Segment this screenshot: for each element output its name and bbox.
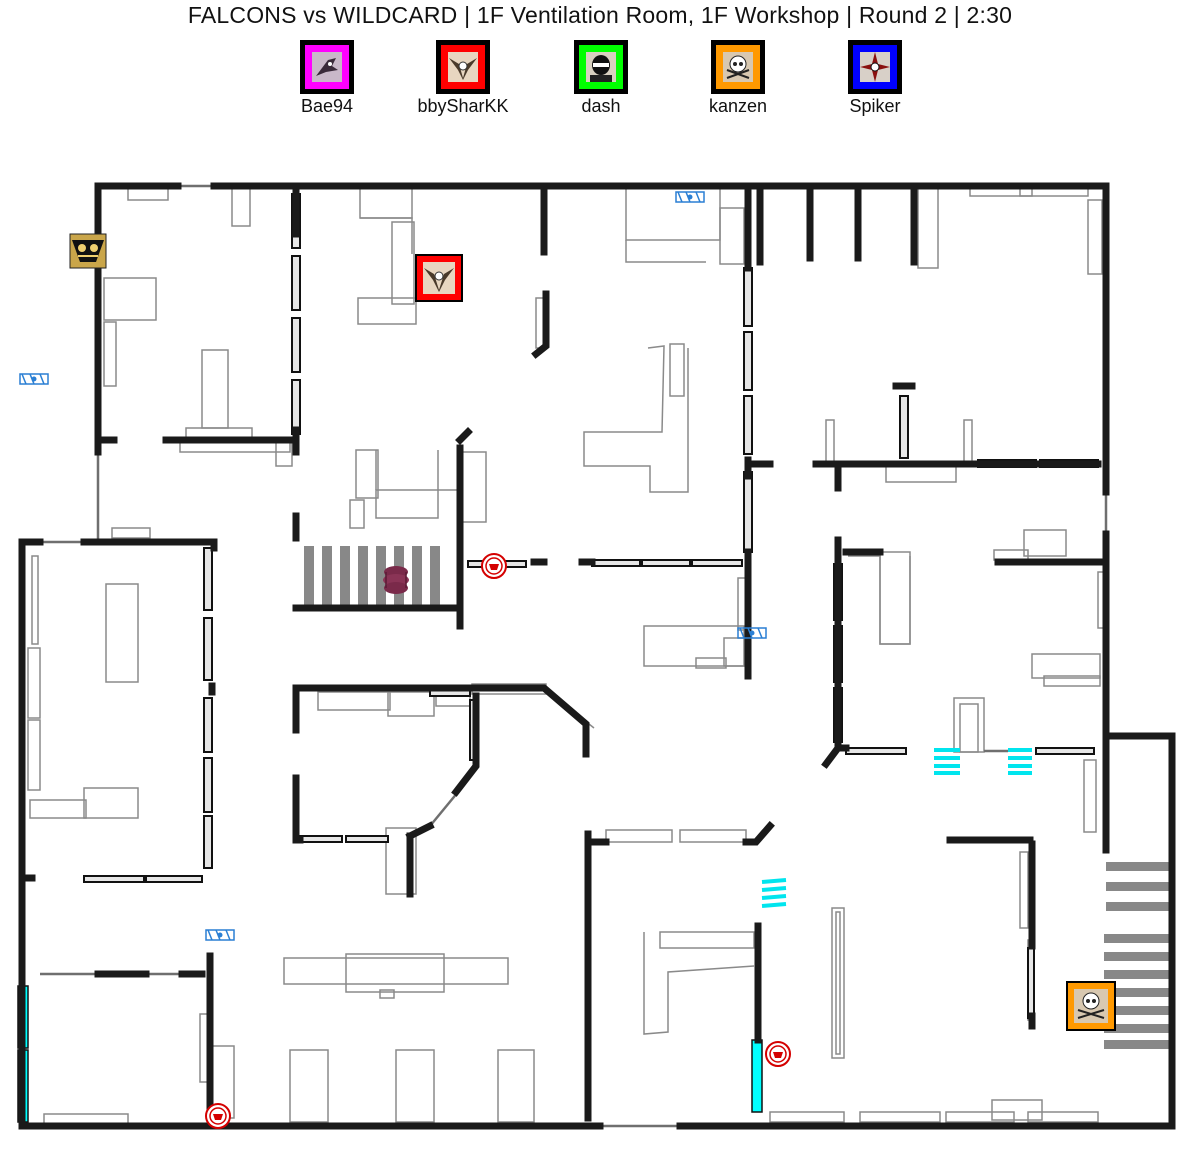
camera-icon[interactable] bbox=[205, 929, 235, 941]
camera-icon[interactable] bbox=[19, 373, 49, 385]
camera-icon[interactable] bbox=[737, 627, 767, 639]
operator-name: kanzen bbox=[708, 96, 768, 116]
shield-ring-icon[interactable] bbox=[205, 1103, 231, 1129]
operator-name: Bae94 bbox=[300, 96, 354, 116]
camera-icon[interactable] bbox=[675, 191, 705, 203]
operator-bae94[interactable]: Bae94 bbox=[272, 40, 382, 117]
winged-helmet-icon bbox=[436, 40, 490, 94]
winged-helmet-icon[interactable] bbox=[415, 254, 463, 302]
operator-name: Spiker bbox=[849, 96, 901, 116]
operator-dash[interactable]: dash bbox=[546, 40, 656, 117]
raven-claw-icon bbox=[300, 40, 354, 94]
doorway-lines bbox=[40, 184, 1108, 1128]
operator-spiker[interactable]: Spiker bbox=[820, 40, 930, 117]
operator-name: bbySharKK bbox=[417, 96, 509, 116]
skull-icon bbox=[711, 40, 765, 94]
reinforced-walls bbox=[17, 985, 763, 1123]
compass-star-icon bbox=[848, 40, 902, 94]
furniture-outlines bbox=[27, 185, 1109, 1125]
operator-name: dash bbox=[581, 96, 621, 116]
bandage-stack-icon[interactable] bbox=[383, 566, 409, 594]
skull-icon[interactable] bbox=[1066, 981, 1116, 1031]
stairs-east bbox=[1104, 862, 1172, 1049]
masked-face-icon bbox=[574, 40, 628, 94]
operator-roster: Bae94 bbySharKK dash kanzen Spiker bbox=[0, 40, 1200, 120]
walls bbox=[18, 182, 1176, 1130]
page-title: FALCONS vs WILDCARD | 1F Ventilation Roo… bbox=[187, 2, 1013, 28]
operator-kanzen[interactable]: kanzen bbox=[683, 40, 793, 117]
shield-ring-icon[interactable] bbox=[481, 553, 507, 579]
owl-eyes-icon[interactable] bbox=[69, 233, 107, 269]
stairs-west bbox=[304, 546, 440, 608]
shield-ring-icon[interactable] bbox=[765, 1041, 791, 1067]
operator-bbysharkk[interactable]: bbySharKK bbox=[408, 40, 518, 117]
barricade-marks bbox=[761, 748, 1032, 908]
